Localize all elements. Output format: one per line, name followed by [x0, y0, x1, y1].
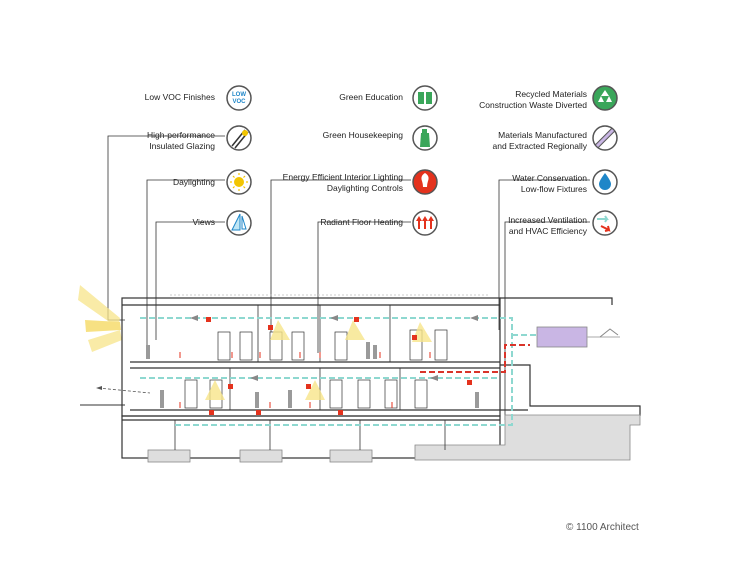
spray-bottle-icon — [412, 125, 438, 151]
legend-label-glazing: High-performance Insulated Glazing — [146, 130, 215, 151]
materials-icon — [592, 125, 618, 151]
ventilation-icon — [592, 210, 618, 236]
legend-label-ventilation: Increased Ventilation and HVAC Efficienc… — [508, 215, 587, 236]
glazing-icon — [226, 125, 252, 151]
copyright-credit: © 1100 Architect — [566, 522, 639, 533]
legend-label-daylighting: Daylighting — [172, 177, 215, 187]
legend-label-green-housekeeping: Green Housekeeping — [322, 130, 403, 140]
water-drop-icon — [592, 169, 618, 195]
book-icon — [412, 85, 438, 111]
legend-label-low-voc: Low VOC Finishes — [144, 92, 215, 102]
hvac-unit — [536, 326, 588, 348]
legend-label-green-education: Green Education — [339, 92, 403, 102]
svg-text:LOW: LOW — [232, 92, 246, 98]
legend-label-water: Water Conservation Low-flow Fixtures — [512, 173, 587, 194]
sun-icon — [226, 169, 252, 195]
lightbulb-icon — [412, 169, 438, 195]
heat-arrows-icon — [412, 210, 438, 236]
legend-label-recycled: Recycled Materials Construction Waste Di… — [479, 89, 587, 110]
sail-icon — [226, 210, 252, 236]
legend-label-materials: Materials Manufactured and Extracted Reg… — [492, 130, 587, 151]
legend-label-lighting: Energy Efficient Interior Lighting Dayli… — [282, 172, 403, 193]
low-voc-icon: LOW VOC — [226, 85, 252, 111]
recycle-icon — [592, 85, 618, 111]
svg-text:VOC: VOC — [232, 99, 246, 105]
sunlight-rays — [78, 285, 122, 352]
